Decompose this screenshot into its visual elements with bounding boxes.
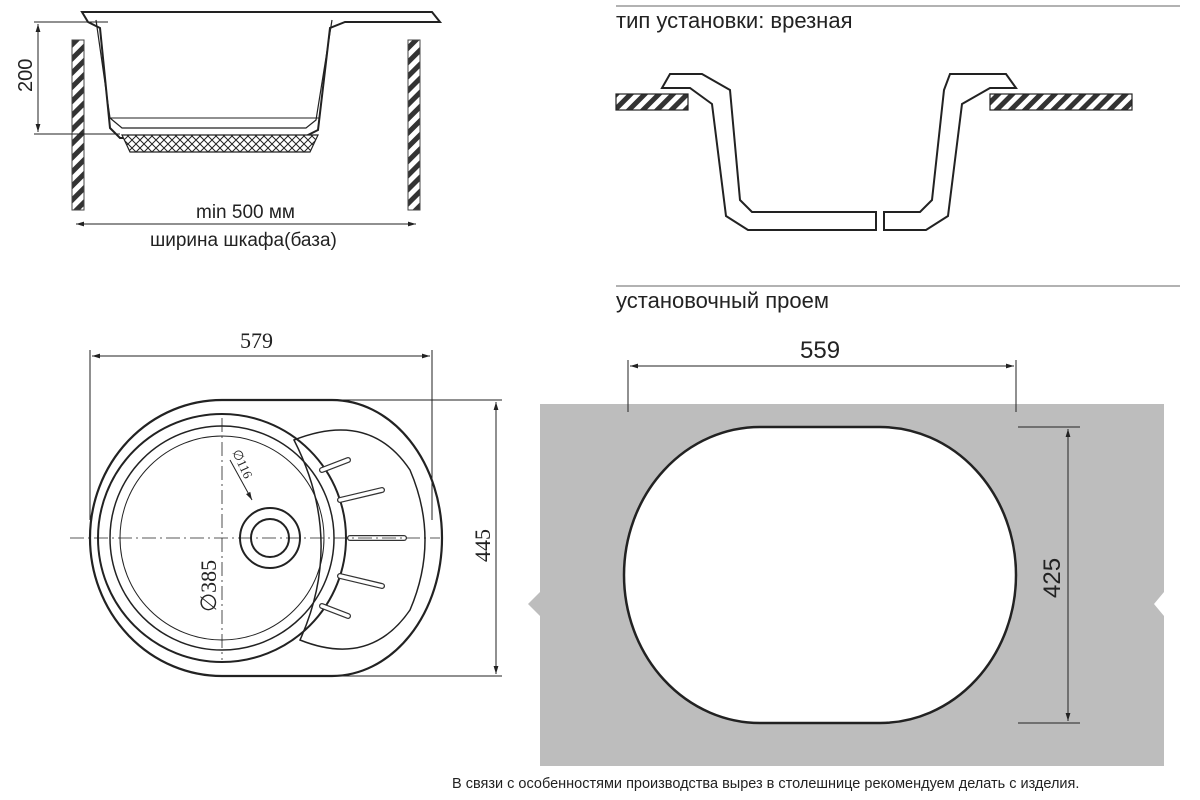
cutout-width-label: 559	[800, 337, 840, 364]
drainboard	[292, 429, 426, 650]
cutout-label: установочный проем	[616, 288, 829, 313]
mounting-type-label: тип установки: врезная	[616, 8, 852, 33]
top-view	[70, 350, 502, 678]
cutout-height-label: 425	[1039, 558, 1066, 598]
side-view	[34, 11, 443, 227]
sink-wall-left	[660, 73, 877, 231]
footnote: В связи с особенностями производства выр…	[452, 776, 1079, 792]
width-label: 579	[240, 328, 273, 353]
cabinet-width-label: ширина шкафа(база)	[150, 230, 337, 251]
height-label: 445	[470, 529, 495, 562]
countertop-left	[615, 93, 689, 111]
cutout-view	[528, 360, 1164, 766]
cutout-opening	[622, 425, 1018, 725]
min-width-label: min 500 мм	[196, 202, 295, 223]
bowl-diameter-label: ∅385	[196, 560, 221, 612]
sink-base	[121, 134, 319, 153]
mounting-profile	[615, 73, 1133, 231]
cabinet-wall-left	[71, 39, 85, 211]
sink-profile	[80, 11, 443, 139]
depth-label: 200	[15, 59, 37, 92]
sink-wall-right	[883, 73, 1018, 231]
cabinet-wall-right	[407, 39, 421, 211]
countertop-right	[989, 93, 1133, 111]
